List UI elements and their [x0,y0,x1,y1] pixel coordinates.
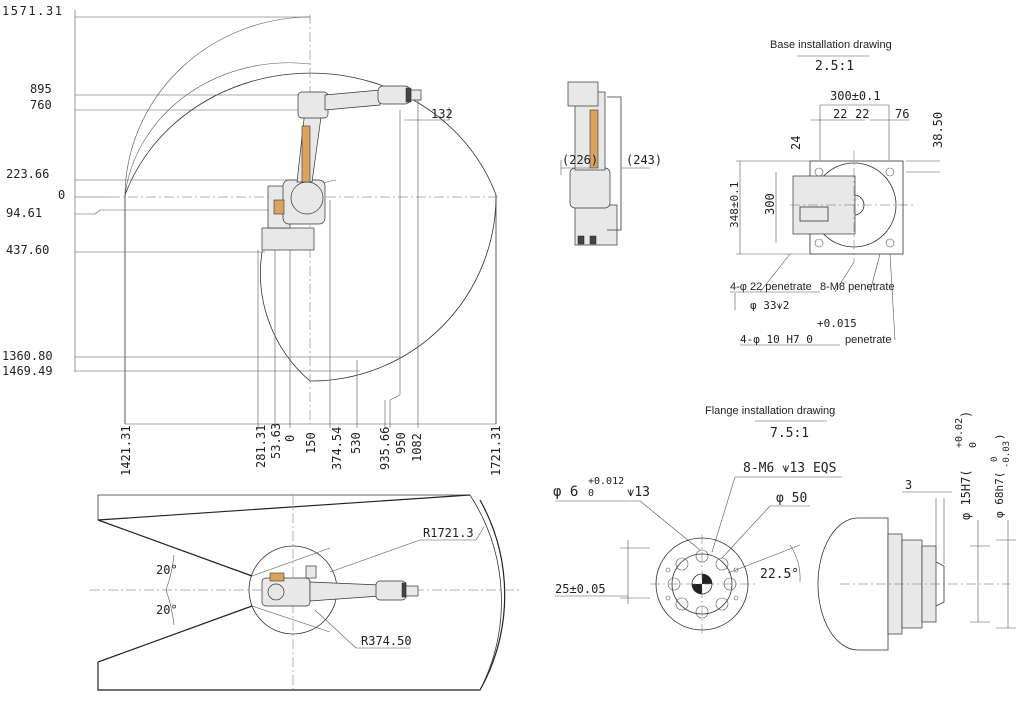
height-label-1469: 1469.49 [2,364,53,378]
width-dimension-lines [125,95,496,428]
width-label-0: 0 [283,435,297,442]
top-view: 20° 20° R1721.3 R374.50 [90,494,520,691]
base-dim-24: 24 [789,136,803,150]
base-note-10h7: 4-φ 10 H7 0 [740,333,813,346]
flange-installation-drawing: Flange installation drawing 7.5:1 [553,405,1016,651]
width-label-281: 281.31 [254,425,268,468]
base-installation-drawing: Base installation drawing 2.5:1 300±0.1 … [728,39,945,346]
height-label-1360: 1360.80 [2,349,53,363]
base-dim-76: 76 [895,107,909,121]
svg-text:0: 0 [990,457,1000,462]
width-label-374: 374.54 [330,427,344,470]
side-profile-dim-226: (226) [562,153,598,167]
base-dim-38: 38.50 [931,112,945,148]
base-dim-22-b: 22 [855,107,869,121]
robot-top-view [261,565,419,607]
top-radius-inner: R374.50 [361,634,412,648]
width-label-1421: 1421.31 [119,425,133,476]
flange-side-dim-3: 3 [905,478,912,492]
width-label-530: 530 [349,432,363,454]
height-label-760: 760 [30,98,52,112]
base-dim-300-side: 300 [763,193,777,215]
wrist-offset-label: 132 [431,107,453,121]
side-profile-view: (226) (243) [560,81,662,246]
svg-text:-0.03: -0.03 [1002,441,1012,468]
height-label-94: 94.61 [6,206,42,220]
top-angle-lower: 20° [156,603,178,617]
base-dim-348: 348±0.1 [728,182,741,228]
side-profile-dim-243: (243) [626,153,662,167]
width-label-53: 53.63 [269,423,283,459]
height-label-895: 895 [30,82,52,96]
lower-reach-circle [260,194,497,382]
base-note-tolerance: +0.015 [817,317,857,330]
flange-note-tol-lower: 0 [588,488,594,499]
height-dimension-lines [74,10,400,372]
base-note-33: φ 33⩛2 [750,299,789,312]
flange-note-tol-upper: +0.012 [588,476,624,487]
height-labels: 1571.31 895 760 223.66 0 94.61 437.60 13… [2,4,65,378]
flange-note-phi50: φ 50 [776,491,807,506]
outer-envelope-arc [124,16,311,196]
flange-drawing-scale: 7.5:1 [770,426,809,441]
base-note-m8-penetrate: 8-M8 penetrate [820,281,895,293]
base-note-22-penetrate: 4-φ 22 penetrate [730,281,812,293]
robot-side-view [261,85,422,251]
width-label-150: 150 [304,432,318,454]
width-label-1082: 1082 [410,433,424,462]
svg-text:): ) [959,411,973,418]
width-label-950: 950 [394,432,408,454]
flange-side-dim-phi68: φ 68h7( 0 -0.03 ) [990,433,1012,518]
outer-envelope [124,72,497,424]
base-dim-300-top: 300±0.1 [830,89,881,103]
height-label-0: 0 [58,188,65,202]
height-label-1571: 1571.31 [2,4,62,18]
top-radius-outer: R1721.3 [423,526,474,540]
flange-note-phi6: φ 6 [553,484,578,500]
svg-text:φ 68h7(: φ 68h7( [993,472,1006,518]
svg-text:φ 15H7(: φ 15H7( [959,469,973,520]
flange-note-angle: 22.5° [760,567,799,582]
flange-side-section [817,491,1016,651]
base-drawing-scale: 2.5:1 [815,59,854,74]
side-view: 1571.31 895 760 223.66 0 94.61 437.60 13… [2,4,503,476]
flange-side-dim-phi15: φ 15H7( +0.02 0 ) [954,411,979,520]
width-label-935: 935.66 [378,427,392,470]
svg-text:): ) [993,433,1006,440]
height-label-223: 223.66 [6,167,49,181]
width-label-1721: 1721.31 [489,425,503,476]
base-drawing-title: Base installation drawing [770,39,892,51]
inner-envelope [124,62,311,196]
width-labels: 1421.31 281.31 53.63 0 150 374.54 530 93… [119,423,503,476]
svg-text:+0.02: +0.02 [954,418,965,448]
top-view-envelope [97,494,506,691]
base-dim-22-a: 22 [833,107,847,121]
height-label-437: 437.60 [6,243,49,257]
svg-text:0: 0 [968,442,979,448]
base-note-penetrate: penetrate [845,334,891,346]
flange-note-depth: ⩛13 [627,485,650,500]
flange-drawing-title: Flange installation drawing [705,405,835,417]
flange-note-m6: 8-M6 ⩛13 EQS [743,461,836,476]
flange-note-25: 25±0.05 [555,582,606,596]
top-angle-upper: 20° [156,563,178,577]
